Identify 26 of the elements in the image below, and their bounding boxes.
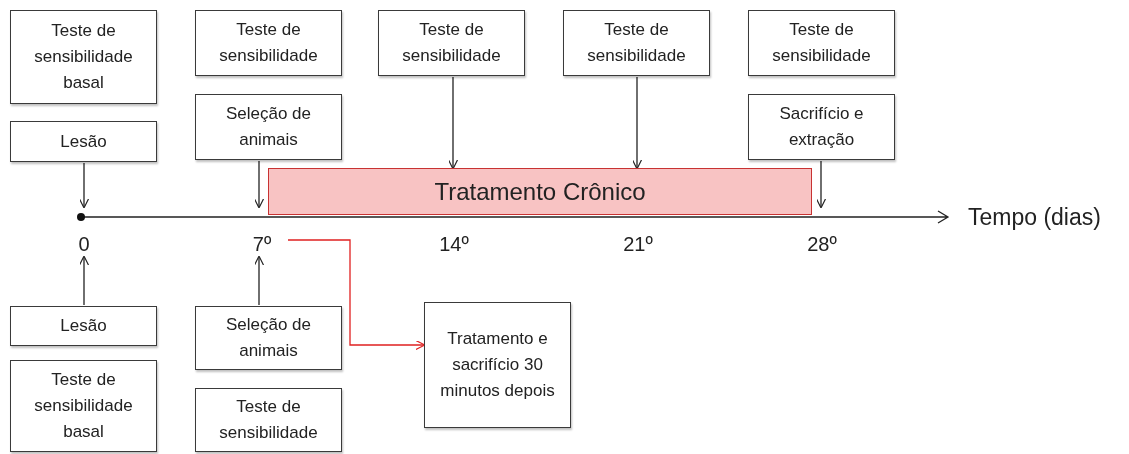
text-box: Teste de sensibilidade	[195, 10, 342, 76]
arrow	[78, 162, 90, 209]
treatment-bar: Tratamento Crônico	[268, 168, 812, 215]
time-point-label: 21º	[612, 221, 664, 256]
axis-label: Tempo (dias)	[968, 204, 1101, 231]
text-box: Teste de sensibilidade	[748, 10, 895, 76]
text-box: Teste de sensibilidade	[378, 10, 525, 76]
text-box: Sacrifício e extração	[748, 94, 895, 160]
text-box: Teste de sensibilidade basal	[10, 360, 157, 452]
text-box: Lesão	[10, 306, 157, 346]
arrow	[631, 76, 643, 170]
text-box: Seleção de animais	[195, 306, 342, 370]
arrow	[253, 255, 265, 306]
text-box: Lesão	[10, 121, 157, 162]
arrow	[447, 76, 459, 170]
text-box: Seleção de animais	[195, 94, 342, 160]
time-point-label: 0	[66, 207, 102, 256]
text-box: Teste de sensibilidade basal	[10, 10, 157, 104]
text-box: Teste de sensibilidade	[195, 388, 342, 452]
arrow	[253, 160, 265, 209]
text-box: Tratamento e sacrifício 30 minutos depois	[424, 302, 571, 428]
time-point-label: 14º	[428, 221, 480, 256]
arrow	[287, 239, 426, 351]
arrow	[78, 255, 90, 306]
text-box: Teste de sensibilidade	[563, 10, 710, 76]
arrow	[815, 160, 827, 209]
